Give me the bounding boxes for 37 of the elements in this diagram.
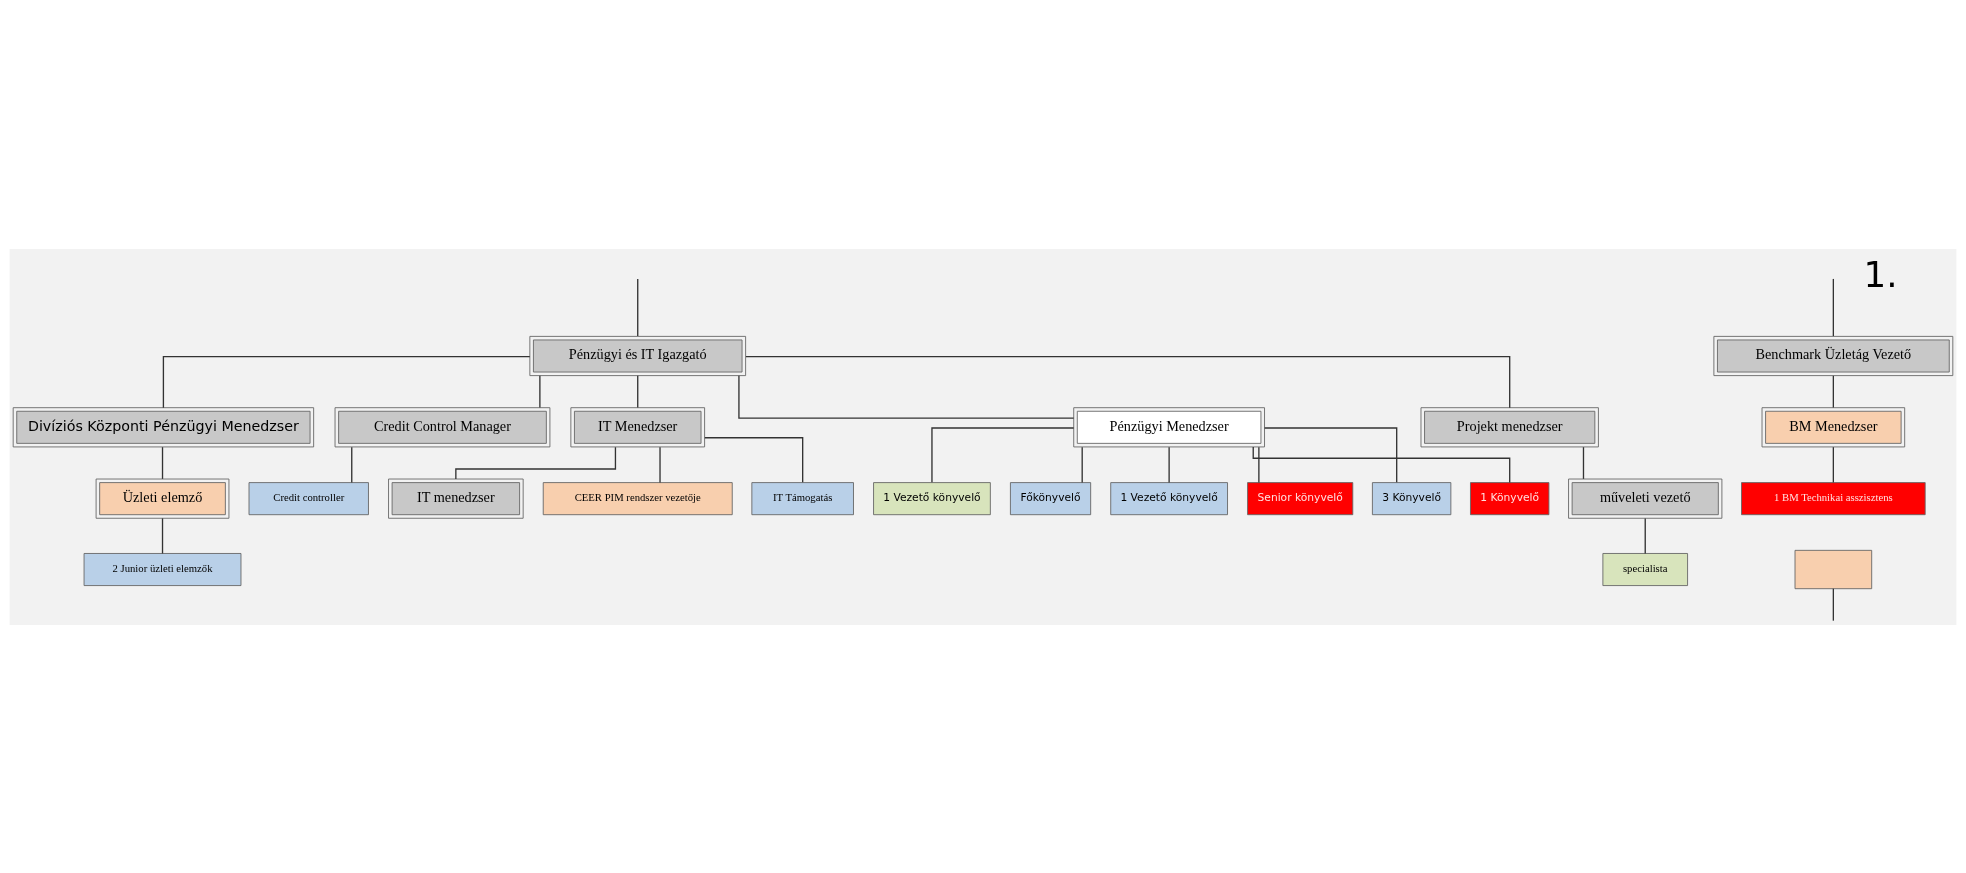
node-box: IT Támogatás	[751, 481, 854, 515]
connector	[931, 426, 1075, 483]
connector	[351, 446, 353, 483]
connector	[637, 277, 639, 337]
node-box: 3 Könyvelő	[1371, 481, 1452, 515]
node-box: Senior könyvelő	[1247, 481, 1354, 515]
node-box: 1 Könyvelő	[1470, 481, 1550, 515]
connector	[1168, 446, 1170, 483]
node-box: CEER PIM rendszer vezetője	[542, 481, 733, 515]
connector	[1263, 426, 1398, 483]
connector	[539, 374, 541, 408]
node-box: Főkönyvelő	[1009, 481, 1092, 515]
connector	[1832, 277, 1834, 337]
connector	[161, 517, 164, 554]
connector	[1582, 446, 1585, 480]
node-box: 1 Vezető könyvelő	[1110, 481, 1228, 515]
connector	[1644, 517, 1646, 554]
connector	[1258, 446, 1260, 483]
node-box: Credit controller	[248, 481, 369, 515]
node-box: 2 Junior üzleti elemzők	[83, 552, 242, 586]
connector	[162, 355, 531, 408]
node-box: 1 Vezető könyvelő	[873, 481, 991, 515]
node-box: specialista	[1602, 552, 1689, 586]
label: 1.	[1863, 253, 1898, 295]
connector	[637, 374, 639, 408]
connector	[738, 374, 1075, 419]
node-box: Benchmark Üzletág Vezető	[1713, 335, 1954, 376]
connector	[1081, 446, 1083, 483]
connector	[704, 436, 804, 483]
connector	[745, 355, 1511, 408]
node-box: 1 BM Technikai asszisztens	[1741, 481, 1926, 515]
connector	[1832, 446, 1834, 483]
connector	[1832, 587, 1834, 621]
node-box	[1794, 549, 1873, 589]
connector	[1832, 374, 1834, 408]
connector	[659, 446, 661, 483]
connector	[161, 446, 164, 480]
